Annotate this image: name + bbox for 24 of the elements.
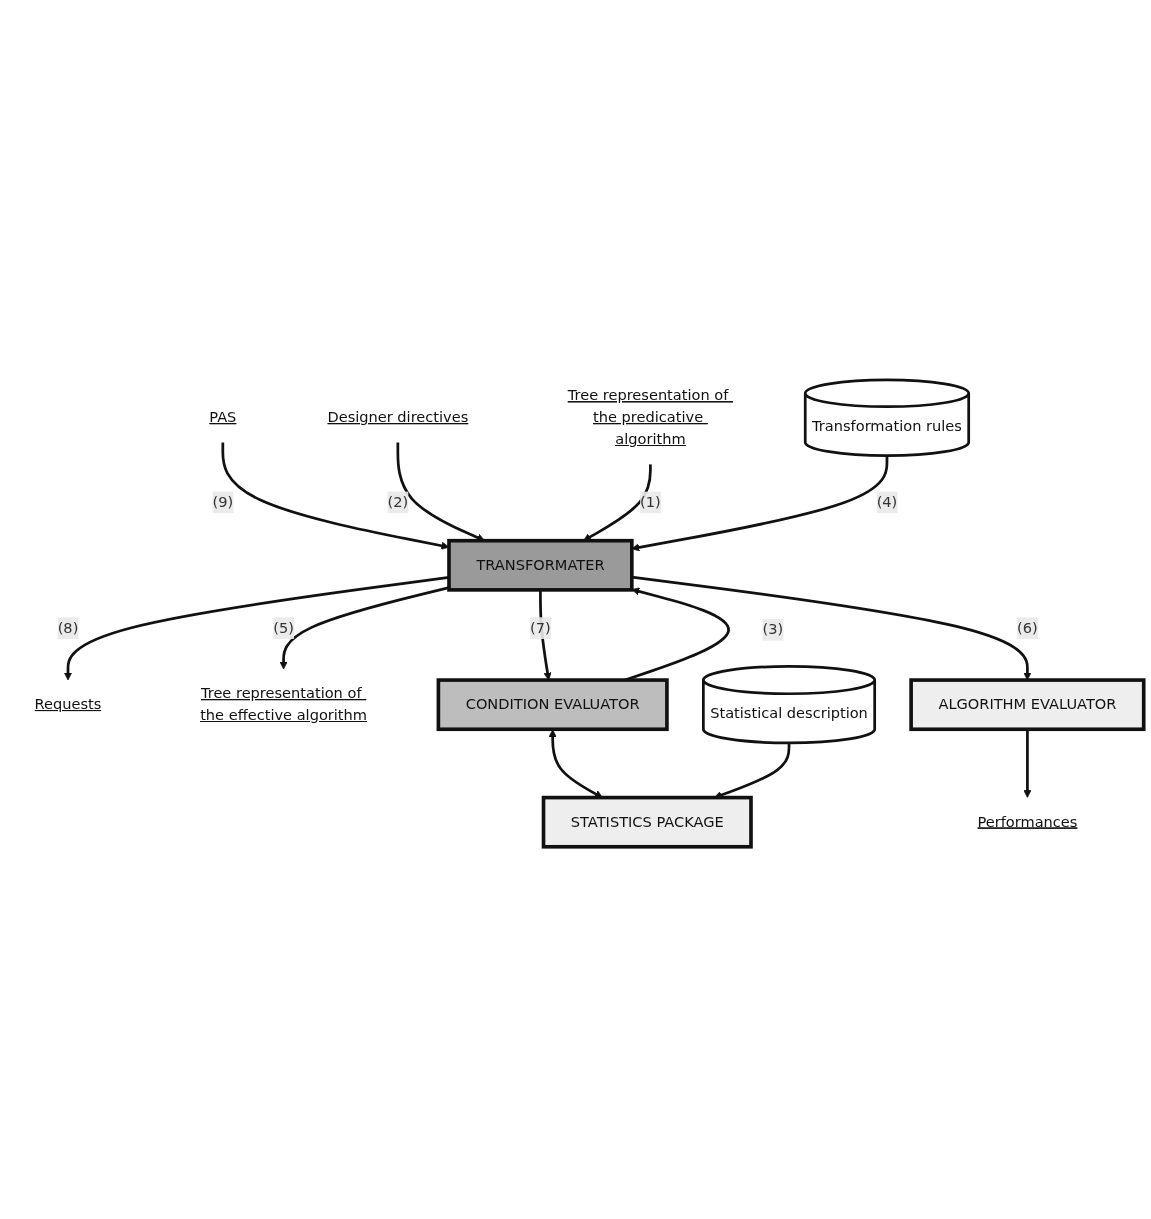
edge-label: (4) [876, 493, 898, 512]
edge-label: (3) [762, 621, 784, 639]
node-text: PAS [209, 409, 237, 427]
edge-label: (9) [212, 493, 234, 512]
arrow [539, 590, 552, 681]
node-box: TRANSFORMATER [447, 539, 634, 593]
node-text: Tree representation of the effective algorithm [200, 685, 367, 725]
edge-label: (6) [1017, 619, 1038, 637]
node-box: STATISTICS PACKAGE [541, 796, 753, 850]
node-box: ALGORITHM EVALUATOR [909, 678, 1146, 732]
node-text: Requests [34, 696, 102, 714]
edge-label: (7) [530, 619, 551, 637]
edge-label: (5) [273, 619, 294, 637]
node-box: CONDITION EVALUATOR [436, 678, 669, 732]
arrow [548, 729, 603, 799]
node-text: Performances [977, 813, 1078, 831]
edge-label: (2) [387, 493, 409, 512]
node-text: Designer directives [327, 409, 469, 427]
node-text: Tree representation of the predicative algorithm [567, 387, 729, 449]
arrow [396, 442, 485, 542]
edge-label: (8) [57, 619, 79, 637]
arrow [1023, 729, 1032, 799]
arrow [583, 464, 652, 542]
edge-label: (1) [640, 493, 661, 512]
